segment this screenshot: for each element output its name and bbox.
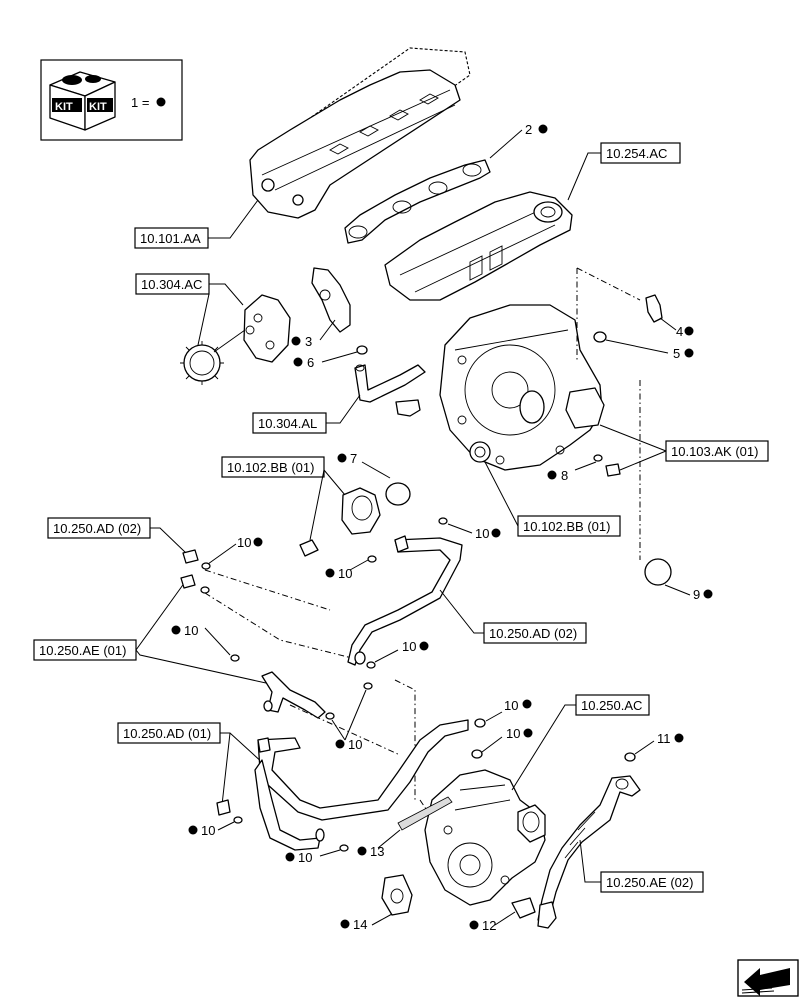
callout-10-h[interactable]: 10	[298, 850, 312, 865]
callout-10-a[interactable]: 10	[237, 535, 251, 550]
ref-exhaust-manifold-label: 10.254.AC	[606, 146, 667, 161]
callout-6[interactable]: 6	[307, 355, 314, 370]
callout-10-c[interactable]: 10	[338, 566, 352, 581]
callout-13[interactable]: 13	[370, 844, 384, 859]
arrow-left-icon[interactable]	[737, 959, 799, 997]
callout-11[interactable]: 11	[657, 731, 671, 746]
ref-water-pipe-label: 10.304.AL	[258, 416, 317, 431]
ref-pipe-ad-01-label: 10.250.AD (01)	[123, 726, 211, 741]
pipe-ae-02-drawing	[537, 775, 641, 929]
callout-4[interactable]: 4	[676, 324, 683, 339]
ref-turbo-label: 10.250.AC	[581, 698, 642, 713]
flywheel-housing-drawing	[439, 304, 605, 471]
callout-5[interactable]: 5	[673, 346, 680, 361]
pump-gear-icon	[180, 341, 224, 385]
pipe-ad-01-drawing	[254, 719, 469, 851]
pipe-ad-02-drawing	[347, 535, 463, 666]
water-pipe-drawing	[354, 364, 426, 417]
callout-9[interactable]: 9	[693, 587, 700, 602]
ref-oil-filter-label: 10.103.AK (01)	[671, 444, 758, 459]
callout-10-j[interactable]: 10	[506, 726, 520, 741]
ref-thermostat-label: 10.102.BB (01)	[227, 460, 314, 475]
ref-pipe-ad-02-mid-label: 10.250.AD (02)	[489, 626, 577, 641]
callout-12[interactable]: 12	[482, 918, 496, 933]
callout-2[interactable]: 2	[525, 122, 532, 137]
kit-legend-text: 1 =	[131, 95, 149, 110]
callout-7[interactable]: 7	[350, 451, 357, 466]
turbocharger-drawing	[424, 769, 546, 906]
callout-14[interactable]: 14	[353, 917, 367, 932]
ref-pipe-ae-01-label: 10.250.AE (01)	[39, 643, 126, 658]
flywheel-gear-icon	[469, 441, 491, 463]
cylinder-head-drawing	[249, 47, 471, 219]
callout-10-b[interactable]: 10	[184, 623, 198, 638]
ref-pipe-ae-02-label: 10.250.AE (02)	[606, 875, 693, 890]
ref-pipe-ad-02-top-label: 10.250.AD (02)	[53, 521, 141, 536]
ref-thermostat[interactable]	[221, 456, 325, 478]
callout-10-d[interactable]: 10	[475, 526, 489, 541]
kit-box-icon: KIT KIT	[49, 71, 116, 131]
pipe-ae-01-drawing	[261, 671, 326, 719]
kit-dot-icon	[156, 97, 166, 107]
callout-10-f[interactable]: 10	[348, 737, 362, 752]
thermostat-drawing	[299, 487, 381, 557]
kit-badge-1: KIT	[55, 101, 73, 113]
callout-8[interactable]: 8	[561, 468, 568, 483]
exhaust-manifold-drawing	[384, 191, 573, 301]
callout-10-e[interactable]: 10	[402, 639, 416, 654]
kit-legend: KIT KIT 1 =	[40, 59, 183, 141]
callout-10-i[interactable]: 10	[504, 698, 518, 713]
exhaust-gasket-drawing	[344, 159, 491, 244]
kit-badge-2: KIT	[89, 101, 107, 113]
ref-flywheel-housing-label: 10.102.BB (01)	[523, 519, 610, 534]
ref-water-pump-label: 10.304.AC	[141, 277, 202, 292]
callout-10-g[interactable]: 10	[201, 823, 215, 838]
callout-3[interactable]: 3	[305, 334, 312, 349]
ref-cylinder-head-label: 10.101.AA	[140, 231, 201, 246]
water-pump-drawing	[180, 294, 291, 385]
